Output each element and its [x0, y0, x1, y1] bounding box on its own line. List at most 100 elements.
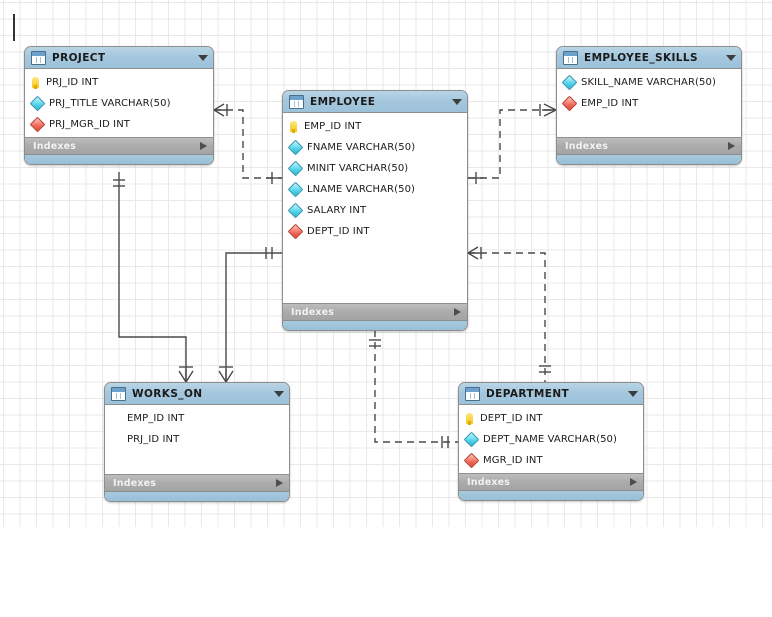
table-name: EMPLOYEE	[310, 95, 376, 108]
column-icon	[287, 202, 304, 219]
table-empty-space	[557, 116, 741, 137]
column-label: EMP_ID INT	[127, 413, 185, 424]
column-label: DEPT_ID INT	[480, 413, 543, 424]
table-name: DEPARTMENT	[486, 387, 570, 400]
column-row[interactable]: DEPT_ID INT	[459, 408, 643, 429]
table-header[interactable]: EMPLOYEE_SKILLS	[557, 47, 741, 69]
indexes-section[interactable]: Indexes	[459, 473, 643, 490]
chevron-down-icon[interactable]	[628, 390, 638, 397]
chevron-right-icon[interactable]	[200, 142, 207, 150]
chevron-down-icon[interactable]	[452, 98, 462, 105]
column-row[interactable]: LNAME VARCHAR(50)	[283, 179, 467, 200]
table-footer	[283, 320, 467, 330]
table-header[interactable]: DEPARTMENT	[459, 383, 643, 405]
column-row[interactable]: EMP_ID INT	[105, 408, 289, 429]
column-label: LNAME VARCHAR(50)	[307, 184, 416, 195]
chevron-down-icon[interactable]	[726, 54, 736, 61]
table-figure-employee[interactable]: EMPLOYEE EMP_ID INT FNAME VARCHAR(50) MINIT…	[282, 90, 468, 331]
foreign-key-icon	[463, 452, 480, 469]
column-label: DEPT_ID INT	[307, 226, 370, 237]
column-label: PRJ_MGR_ID INT	[49, 119, 131, 130]
column-row[interactable]: FNAME VARCHAR(50)	[283, 137, 467, 158]
column-row[interactable]: PRJ_ID INT	[25, 72, 213, 93]
primary-key-icon	[32, 77, 39, 89]
table-columns: PRJ_ID INT PRJ_TITLE VARCHAR(50) PRJ_MGR_I…	[25, 69, 213, 137]
column-row[interactable]: PRJ_TITLE VARCHAR(50)	[25, 93, 213, 114]
column-icon	[287, 139, 304, 156]
table-icon	[289, 94, 304, 109]
column-label: SKILL_NAME VARCHAR(50)	[581, 77, 716, 88]
chevron-right-icon[interactable]	[728, 142, 735, 150]
column-row[interactable]: PRJ_MGR_ID INT	[25, 114, 213, 135]
table-name: WORKS_ON	[132, 387, 203, 400]
table-columns: EMP_ID INT PRJ_ID INT	[105, 405, 289, 452]
column-row[interactable]: SKILL_NAME VARCHAR(50)	[557, 72, 741, 93]
column-row[interactable]: EMP_ID INT	[557, 93, 741, 114]
indexes-section[interactable]: Indexes	[283, 303, 467, 320]
table-figure-employee_skills[interactable]: EMPLOYEE_SKILLS SKILL_NAME VARCHAR(50) EMP…	[556, 46, 742, 165]
table-footer	[557, 154, 741, 164]
indexes-section[interactable]: Indexes	[25, 137, 213, 154]
table-empty-space	[283, 244, 467, 303]
indexes-label: Indexes	[565, 140, 609, 152]
column-icon	[463, 431, 480, 448]
chevron-down-icon[interactable]	[198, 54, 208, 61]
indexes-label: Indexes	[33, 140, 77, 152]
column-label: EMP_ID INT	[304, 121, 362, 132]
chevron-down-icon[interactable]	[274, 390, 284, 397]
column-label: SALARY INT	[307, 205, 367, 216]
column-label: EMP_ID INT	[581, 98, 639, 109]
column-icon	[287, 181, 304, 198]
column-label: MGR_ID INT	[483, 455, 543, 466]
column-row[interactable]: MGR_ID INT	[459, 450, 643, 471]
table-footer	[105, 491, 289, 501]
table-icon	[31, 50, 46, 65]
column-label: MINIT VARCHAR(50)	[307, 163, 409, 174]
primary-key-icon	[466, 413, 473, 425]
table-footer	[25, 154, 213, 164]
text-cursor	[13, 14, 15, 41]
chevron-right-icon[interactable]	[454, 308, 461, 316]
column-label: PRJ_ID INT	[46, 77, 99, 88]
column-row[interactable]: DEPT_ID INT	[283, 221, 467, 242]
indexes-label: Indexes	[113, 477, 157, 489]
primary-key-icon	[290, 121, 297, 133]
column-row[interactable]: DEPT_NAME VARCHAR(50)	[459, 429, 643, 450]
table-icon	[465, 386, 480, 401]
column-row[interactable]: PRJ_ID INT	[105, 429, 289, 450]
column-row[interactable]: EMP_ID INT	[283, 116, 467, 137]
indexes-section[interactable]: Indexes	[557, 137, 741, 154]
column-label: PRJ_ID INT	[127, 434, 180, 445]
column-row[interactable]: SALARY INT	[283, 200, 467, 221]
table-figure-works_on[interactable]: WORKS_ON EMP_ID INT PRJ_ID INT Indexes	[104, 382, 290, 502]
table-footer	[459, 490, 643, 500]
table-icon	[563, 50, 578, 65]
column-label: PRJ_TITLE VARCHAR(50)	[49, 98, 171, 109]
foreign-key-icon	[29, 116, 46, 133]
table-header[interactable]: EMPLOYEE	[283, 91, 467, 113]
column-label: FNAME VARCHAR(50)	[307, 142, 416, 153]
foreign-key-icon	[561, 95, 578, 112]
column-label: DEPT_NAME VARCHAR(50)	[483, 434, 618, 445]
table-columns: DEPT_ID INT DEPT_NAME VARCHAR(50) MGR_ID I…	[459, 405, 643, 473]
table-columns: EMP_ID INT FNAME VARCHAR(50) MINIT VARCHAR…	[283, 113, 467, 244]
column-icon	[29, 95, 46, 112]
table-header[interactable]: WORKS_ON	[105, 383, 289, 405]
table-name: PROJECT	[52, 51, 106, 64]
table-figure-department[interactable]: DEPARTMENT DEPT_ID INT DEPT_NAME VARCHAR(5…	[458, 382, 644, 501]
table-icon	[111, 386, 126, 401]
column-icon	[561, 74, 578, 91]
indexes-section[interactable]: Indexes	[105, 474, 289, 491]
table-columns: SKILL_NAME VARCHAR(50) EMP_ID INT	[557, 69, 741, 116]
table-name: EMPLOYEE_SKILLS	[584, 51, 698, 64]
chevron-right-icon[interactable]	[276, 479, 283, 487]
column-row[interactable]: MINIT VARCHAR(50)	[283, 158, 467, 179]
foreign-key-icon	[287, 223, 304, 240]
table-empty-space	[105, 452, 289, 474]
column-icon	[287, 160, 304, 177]
indexes-label: Indexes	[291, 306, 335, 318]
indexes-label: Indexes	[467, 476, 511, 488]
chevron-right-icon[interactable]	[630, 478, 637, 486]
table-header[interactable]: PROJECT	[25, 47, 213, 69]
